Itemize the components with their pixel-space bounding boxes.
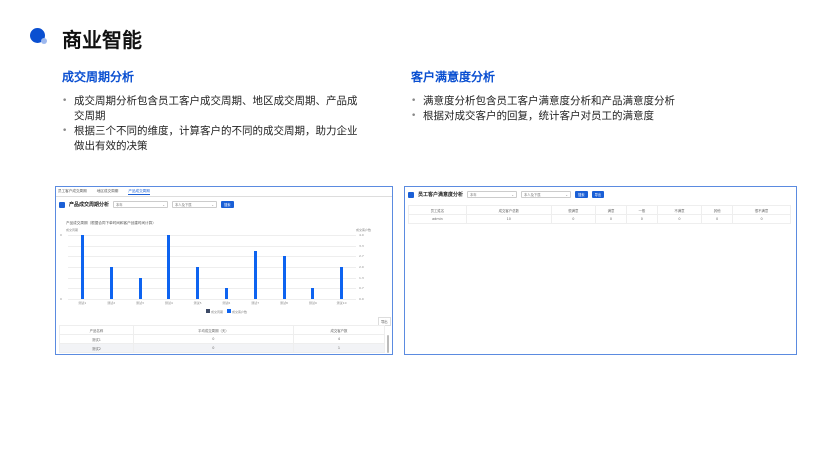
bullet: 满意度分析包含员工客户满意度分析和产品满意度分析 (411, 94, 696, 109)
panel-title: 员工客户满意度分析 (418, 192, 464, 198)
x-tick-label: 测试3 (136, 301, 144, 305)
cycle-analysis-screenshot: 员工客户成交周期 地区成交周期 产品成交周期 产品成交周期分析 本年⌄ 本人及下… (55, 186, 393, 355)
left-axis-label: 成交周期 (66, 228, 79, 232)
x-tick-label: 测试1 (78, 301, 87, 305)
x-tick-label: 测试10 (336, 301, 347, 305)
chart-bar (167, 235, 171, 299)
panel-header: 产品成交周期分析 本年⌄ 本人及下属⌄ 搜索 (59, 201, 234, 208)
panel-title: 产品成交周期分析 (69, 202, 110, 208)
period-select[interactable]: 本年⌄ (467, 191, 518, 198)
x-tick-label: 测试9 (308, 301, 317, 305)
chart-bar (282, 256, 286, 299)
x-tick-label: 测试4 (164, 301, 173, 305)
satisfaction-analysis-screenshot: 员工客户满意度分析 本年⌄ 本人及下属⌄ 搜索 导出 员工姓名成交客户总数很满意… (404, 186, 797, 355)
x-tick-label: 测试8 (280, 301, 288, 305)
chart-title: 产品成交周期（根据合同下单时间和客户创建时间计算） (66, 221, 156, 225)
section-title-satisfaction: 客户满意度分析 (411, 70, 496, 84)
tab-product-cycle[interactable]: 产品成交周期 (128, 189, 150, 195)
bullet: 根据三个不同的维度，计算客户的不同的成交周期，助力企业做出有效的决策 (62, 124, 362, 154)
chart-bar (109, 267, 113, 299)
search-button[interactable]: 搜索 (221, 201, 234, 208)
chart-icon (59, 201, 65, 208)
chart-bar (224, 288, 228, 299)
chart-bar (138, 277, 142, 299)
x-tick-label: 测试2 (107, 301, 116, 305)
panel-header: 员工客户满意度分析 本年⌄ 本人及下属⌄ 搜索 导出 (408, 191, 605, 198)
tab-region-cycle[interactable]: 地区成交周期 (96, 189, 119, 193)
title-dot-accent-icon (41, 38, 47, 44)
chart-bar (253, 251, 257, 299)
section-title-cycle: 成交周期分析 (62, 70, 135, 84)
tab-bar: 员工客户成交周期 地区成交周期 产品成交周期 (58, 189, 150, 195)
cycle-bullets: 成交周期分析包含员工客户成交周期、地区成交周期、产品成交周期 根据三个不同的维度… (62, 94, 362, 154)
bullet: 成交周期分析包含员工客户成交周期、地区成交周期、产品成交周期 (62, 94, 362, 124)
chart-legend: 成交周期 成交客户数 (206, 309, 247, 314)
satisfaction-bullets: 满意度分析包含员工客户满意度分析和产品满意度分析 根据对成交客户的回复，统计客户… (411, 94, 696, 124)
chart-bar (340, 267, 344, 299)
period-select[interactable]: 本年⌄ (113, 201, 169, 208)
table-scrollbar[interactable] (387, 335, 389, 353)
chart-bar (80, 235, 84, 299)
bullet: 根据对成交客户的回复，统计客户对员工的满意度 (411, 109, 696, 124)
x-tick-label: 测试7 (251, 301, 260, 305)
scope-select[interactable]: 本人及下属⌄ (172, 201, 218, 208)
export-button[interactable]: 导出 (591, 191, 605, 198)
x-tick-label: 测试6 (222, 301, 231, 305)
page-title: 商业智能 (62, 28, 142, 52)
x-tick-label: 测试5 (193, 301, 202, 305)
tab-employee-cycle[interactable]: 员工客户成交周期 (58, 189, 87, 193)
chart-bar (311, 288, 315, 299)
search-button[interactable]: 搜索 (575, 191, 588, 198)
chart-icon (408, 191, 414, 198)
scope-select[interactable]: 本人及下属⌄ (521, 191, 572, 198)
right-axis-label: 成交客户数 (356, 228, 372, 232)
chart-bar (196, 267, 200, 299)
